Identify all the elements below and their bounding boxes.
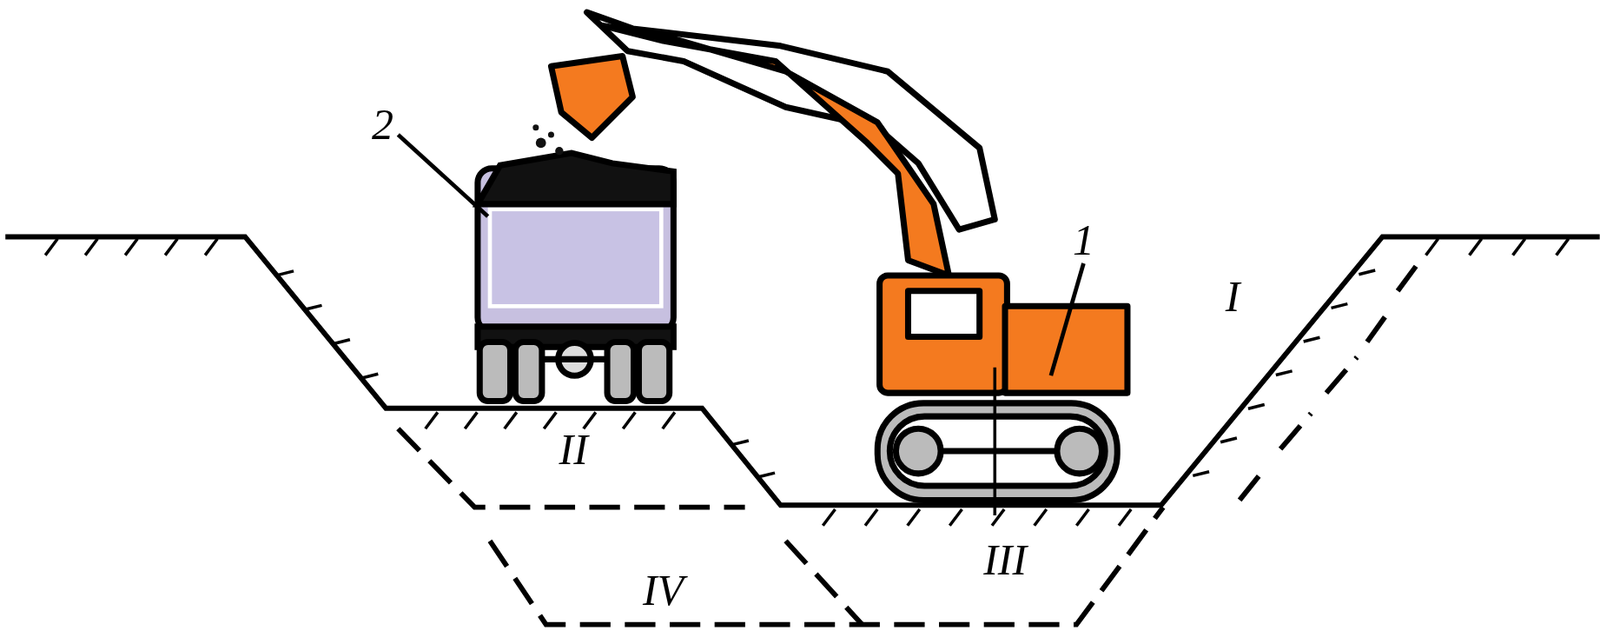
callout-number: 1 [1072,218,1095,262]
leader-line [1051,263,1085,376]
zone-number: II [559,427,589,471]
soil-spill [532,124,563,155]
excavator [550,12,1127,516]
ground-hatching [45,238,1569,526]
ground-profile [5,236,1600,505]
callout-number: 2 [371,102,394,146]
zone-number: I [1225,274,1241,318]
zone-number: IV [642,568,684,612]
leader-line [397,134,488,217]
dump-truck [477,152,674,401]
zone-number: III [983,537,1027,582]
